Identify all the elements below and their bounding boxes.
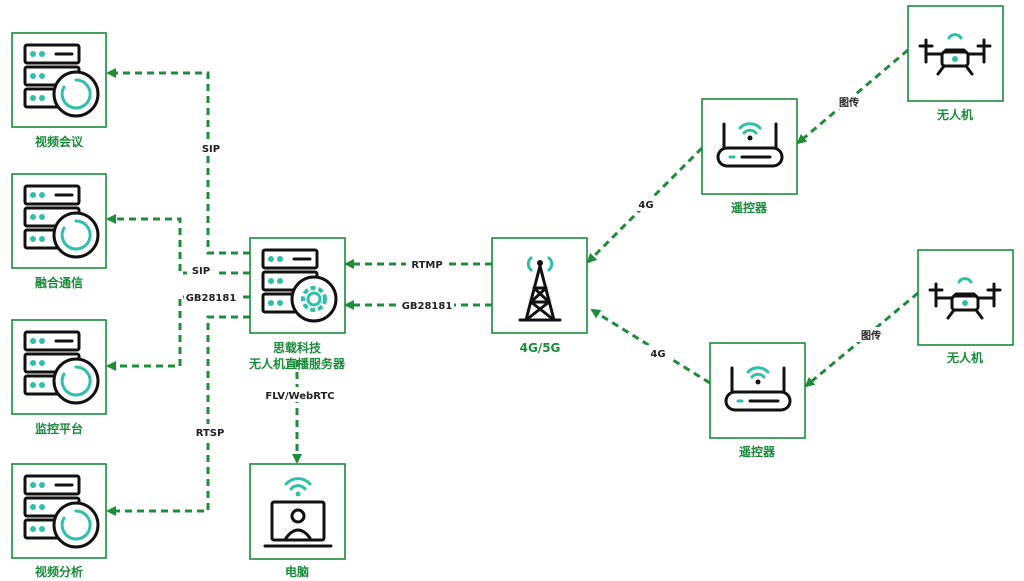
edge-label-gb28181-right: GB28181 — [402, 301, 453, 312]
edge-label-sip-top: SIP — [202, 144, 220, 155]
edge-label-image-transmission-top: 图传 — [839, 96, 859, 109]
edge-label-rtsp: RTSP — [196, 428, 225, 439]
node-label-drone-bottom: 无人机 — [946, 350, 983, 365]
node-label-drone-top: 无人机 — [936, 107, 973, 122]
node-label-controller-bottom: 遥控器 — [739, 444, 776, 459]
cell-tower-icon — [518, 256, 562, 322]
node-tower[interactable]: 4G/5G — [491, 237, 588, 355]
node-video-conference[interactable]: 视频会议 — [11, 32, 107, 149]
node-video-analysis[interactable]: 视频分析 — [11, 463, 107, 579]
node-controller-top[interactable]: 遥控器 — [701, 98, 798, 215]
node-computer[interactable]: 电脑 — [249, 463, 346, 579]
edge-label-rtmp: RTMP — [411, 260, 442, 271]
edge-label-flv-webrtc: FLV/WebRTC — [265, 391, 334, 402]
node-label-central-server-line1: 思载科技 — [273, 340, 322, 355]
node-label-video-conference: 视频会议 — [35, 134, 84, 149]
edge-label-image-transmission-bottom: 图传 — [861, 329, 881, 342]
router-icon — [724, 366, 792, 412]
edge-label-4g-bottom: 4G — [650, 349, 665, 360]
node-drone-top[interactable]: 无人机 — [907, 5, 1004, 122]
node-label-computer: 电脑 — [285, 564, 309, 579]
edge-to-video-conference — [106, 68, 250, 255]
edge-label-4g-top: 4G — [638, 200, 653, 211]
server-icon — [23, 184, 100, 259]
node-controller-bottom[interactable]: 遥控器 — [709, 342, 806, 459]
node-label-monitor-platform: 监控平台 — [35, 421, 83, 436]
node-converged-comm[interactable]: 融合通信 — [11, 173, 107, 290]
node-label-controller-top: 遥控器 — [731, 200, 768, 215]
drone-icon — [928, 277, 1002, 320]
node-label-tower: 4G/5G — [520, 341, 561, 355]
edge-label-gb28181-left: GB28181 — [186, 293, 237, 304]
edge-controller-top-to-tower — [586, 146, 704, 264]
node-label-video-analysis: 视频分析 — [35, 564, 83, 579]
laptop-user-icon — [263, 477, 333, 548]
edge-to-monitor-platform — [106, 295, 250, 371]
server-icon — [23, 474, 100, 549]
edge-labels: SIP SIP GB28181 RTSP FLV/WebRTC RTMP GB2… — [184, 94, 886, 439]
node-label-central-server-line2: 无人机直播服务器 — [248, 356, 346, 371]
server-icon — [23, 330, 100, 405]
router-icon — [716, 122, 784, 168]
edge-to-converged-comm — [106, 214, 250, 275]
server-gear-icon — [261, 248, 338, 323]
edge-to-video-analysis — [106, 315, 250, 516]
node-label-converged-comm: 融合通信 — [35, 275, 83, 290]
edge-label-sip-bottom: SIP — [192, 266, 210, 277]
edges — [106, 48, 919, 516]
node-central-server[interactable]: 思载科技 无人机直播服务器 — [248, 237, 346, 371]
node-drone-bottom[interactable]: 无人机 — [917, 249, 1014, 365]
drone-icon — [918, 33, 992, 76]
node-monitor-platform[interactable]: 监控平台 — [11, 319, 107, 436]
server-icon — [23, 43, 100, 118]
